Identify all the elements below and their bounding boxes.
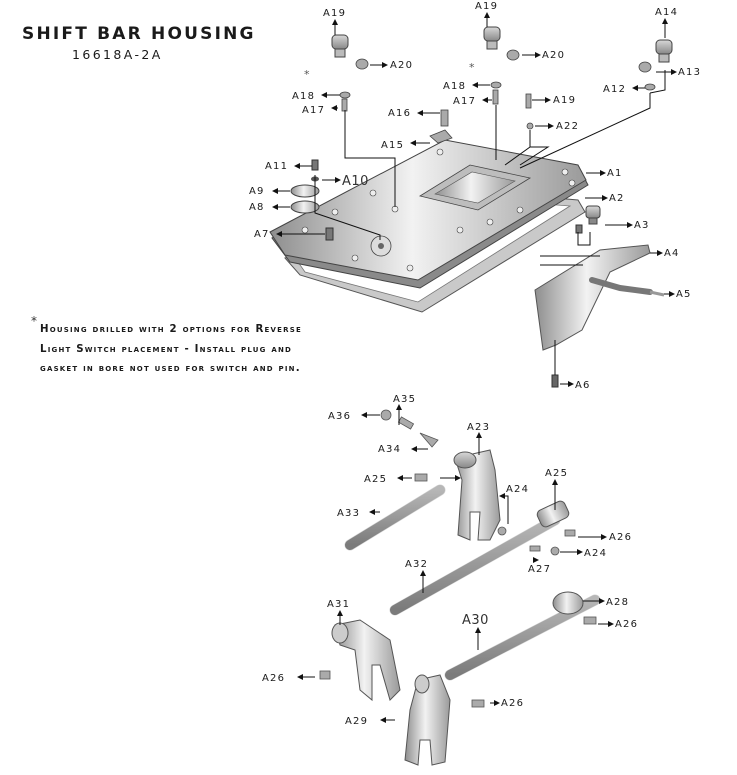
callout-A31: A31	[327, 599, 350, 610]
callout-A14: A14	[655, 7, 678, 18]
callout-A1: A1	[607, 168, 623, 179]
callout-A29: A29	[345, 716, 368, 727]
plug-a3	[575, 205, 601, 234]
callout-A25: A25	[545, 468, 568, 479]
housing-plate-a1	[269, 139, 589, 289]
asterisk-marker: *	[469, 61, 475, 74]
callout-A27: A27	[528, 564, 551, 575]
cap-a14-a19	[331, 26, 673, 63]
callout-A22: A22	[556, 121, 579, 132]
callout-A26: A26	[609, 532, 632, 543]
note-line: Housing drilled with 2 options for Rever…	[40, 324, 302, 335]
callout-A17: A17	[302, 105, 325, 116]
callout-A36: A36	[328, 411, 351, 422]
callout-A13: A13	[678, 67, 701, 78]
callouts: A19 A19 A14 A20 A20 A13 A12 A18 A17 A18 …	[249, 1, 701, 727]
note-asterisk: *	[31, 314, 37, 328]
callout-A30: A30	[462, 613, 489, 628]
callout-A33: A33	[337, 508, 360, 519]
callout-A15: A15	[381, 140, 404, 151]
shift-rail-a33	[344, 484, 446, 551]
callout-A32: A32	[405, 559, 428, 570]
shift-fork-a23	[453, 449, 501, 541]
callout-A20: A20	[542, 50, 565, 61]
callout-A16: A16	[388, 108, 411, 119]
callout-A3: A3	[634, 220, 650, 231]
shift-rail-a32	[389, 514, 561, 616]
diagram-title: SHIFT BAR HOUSING	[22, 24, 256, 44]
small-parts	[339, 49, 656, 144]
bolt-a6	[551, 374, 559, 388]
callout-A18: A18	[443, 81, 466, 92]
leader-lines	[314, 70, 666, 375]
callout-A4: A4	[664, 248, 680, 259]
callout-A24: A24	[584, 548, 607, 559]
callout-A26: A26	[501, 698, 524, 709]
installation-note: Housing drilled with 2 options for Rever…	[40, 320, 420, 379]
callout-A9: A9	[249, 186, 265, 197]
block-a28	[552, 591, 584, 615]
fork-a31	[331, 619, 401, 702]
callout-A7: A7	[254, 229, 270, 240]
callout-A8: A8	[249, 202, 265, 213]
bracket-a4	[534, 244, 651, 351]
note-line: gasket in bore not used for switch and p…	[40, 363, 301, 374]
small-parts-rails	[319, 409, 597, 708]
callout-A20: A20	[390, 60, 413, 71]
asterisk-marker: *	[304, 68, 310, 81]
callout-A26: A25	[364, 474, 387, 485]
callout-A26: A26	[262, 673, 285, 684]
callout-A11: A11	[265, 161, 288, 172]
switch-a5	[589, 277, 665, 297]
stud-a7	[325, 227, 334, 241]
callout-A10: A10	[342, 174, 369, 189]
block-a25	[536, 500, 570, 528]
fork-a29	[404, 674, 451, 766]
callout-A12: A12	[603, 84, 626, 95]
callout-A19: A19	[475, 1, 498, 12]
part-number: 16618A-2A	[72, 47, 163, 62]
callout-A28: A28	[606, 597, 629, 608]
callout-A24: A24	[506, 484, 529, 495]
plates-a8-a9	[290, 159, 320, 214]
callout-A23: A23	[467, 422, 490, 433]
callout-A6: A6	[575, 380, 591, 391]
callout-A5: A5	[676, 289, 692, 300]
callout-A35: A35	[393, 394, 416, 405]
callout-A26: A26	[615, 619, 638, 630]
callout-A21: A19	[553, 95, 576, 106]
callout-A19: A19	[323, 8, 346, 19]
callout-A34: A34	[378, 444, 401, 455]
callout-A17: A17	[453, 96, 476, 107]
callout-A2: A2	[609, 193, 625, 204]
callout-arrows	[272, 12, 677, 723]
note-line: Light Switch placement - Install plug an…	[40, 343, 293, 355]
callout-A18: A18	[292, 91, 315, 102]
